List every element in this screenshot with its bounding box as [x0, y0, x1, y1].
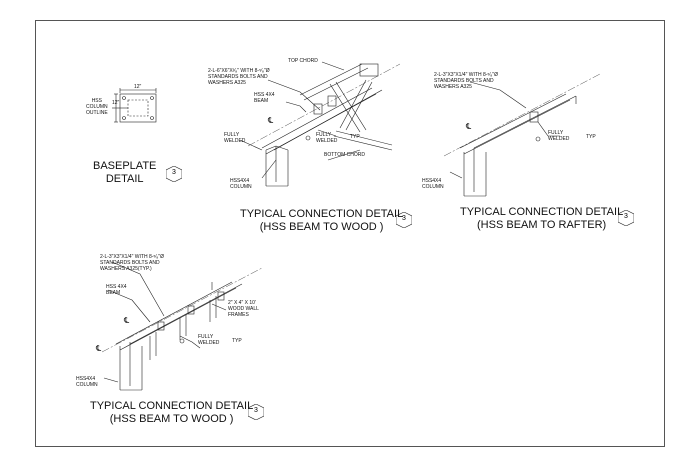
- typ-label: TYP: [350, 134, 360, 140]
- typ-label: TYP: [232, 338, 242, 344]
- top-chord-label: TOP CHORD: [288, 58, 318, 64]
- hss-column-outline-label: HSS COLUMN OUTLINE: [86, 98, 108, 116]
- detail-1-drawing: [239, 61, 401, 187]
- column-callout: HSS4X4 COLUMN: [76, 376, 98, 388]
- weld-all-around: [535, 136, 541, 142]
- beam-callout: HSS 4X4 BEAM: [254, 92, 275, 104]
- baseplate-dim-top: 12": [134, 84, 142, 90]
- angles-callout: 2-L-3"X3"X1/4" WITH 8-⁵⁄₈"Ø STANDARDS BO…: [100, 254, 165, 272]
- detail-3-title: TYPICAL CONNECTION DETAIL (HSS BEAM TO W…: [90, 400, 254, 425]
- fully-welded: FULLY WELDED: [548, 130, 570, 142]
- bottom-chord-label: BOTTOM CHORD: [324, 152, 366, 158]
- column-callout: HSS4X4 COLUMN: [422, 178, 444, 190]
- angles-callout: 2-L-6"X6"X³⁄₈" WITH 8-⁵⁄₈"Ø STANDARDS BO…: [208, 68, 270, 86]
- weld-all-around: [305, 135, 311, 141]
- fully-welded-left: FULLY WELDED: [224, 132, 246, 144]
- baseplate-drawing: [112, 88, 157, 123]
- fully-welded: FULLY WELDED: [198, 334, 220, 346]
- baseplate-title: BASEPLATE DETAIL: [93, 160, 157, 185]
- weld-all-around: [179, 338, 185, 344]
- column-callout: HSS4X4 COLUMN: [230, 178, 252, 190]
- detail-tag: 3: [396, 212, 412, 228]
- anchor-bolt: [150, 116, 154, 120]
- angles-callout: 2-L-3"X3"X1/4" WITH 8-⁵⁄₈"Ø STANDARDS BO…: [434, 72, 499, 90]
- detail-tag: 3: [248, 404, 264, 420]
- sheet-border: [35, 20, 665, 447]
- anchor-bolt: [122, 116, 126, 120]
- detail-tag: 3: [618, 210, 634, 226]
- baseplate-dim-side: 12": [112, 100, 120, 106]
- fully-welded-right: FULLY WELDED: [316, 132, 338, 144]
- detail-3-drawing: [101, 261, 263, 391]
- detail-tag: 3: [166, 166, 182, 182]
- detail-2-title: TYPICAL CONNECTION DETAIL (HSS BEAM TO R…: [460, 206, 624, 231]
- centerline-symbol: ℄: [466, 122, 472, 131]
- typ-label: TYP: [586, 134, 596, 140]
- detail-1-title: TYPICAL CONNECTION DETAIL (HSS BEAM TO W…: [240, 208, 404, 233]
- centerline-symbol: ℄: [96, 344, 102, 353]
- centerline-symbol: ℄: [124, 316, 130, 325]
- detail-2-drawing: [443, 73, 601, 197]
- beam-callout: HSS 4X4 BEAM: [106, 284, 127, 296]
- hss-column-outline: [127, 99, 149, 117]
- anchor-bolt: [122, 96, 126, 100]
- wood-frames-callout: 2" X 4" X 10' WOOD WALL FRAMES: [228, 300, 259, 318]
- anchor-bolt: [150, 96, 154, 100]
- centerline-symbol: ℄: [268, 116, 274, 125]
